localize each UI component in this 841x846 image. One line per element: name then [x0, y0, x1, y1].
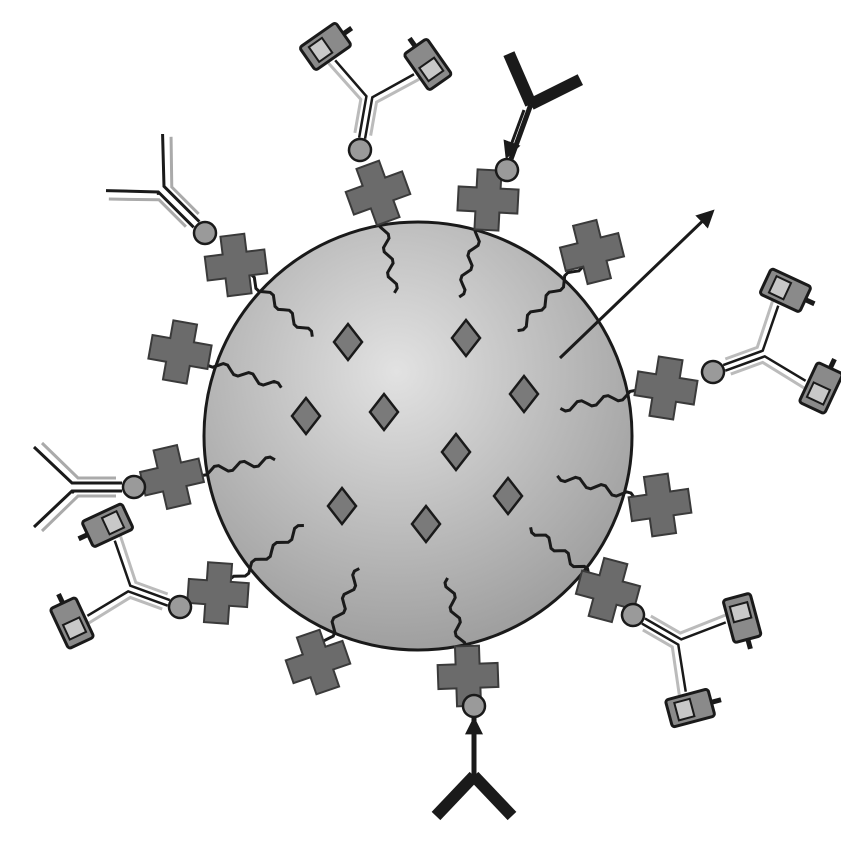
- payload-diamond-icon: [508, 373, 540, 415]
- ligand-cross-icon: [558, 218, 626, 286]
- payload-diamond-icon: [290, 395, 322, 437]
- antibody-y-shape-icon: [620, 592, 763, 729]
- ligand-cross-icon: [138, 443, 206, 511]
- payload-diamond-icon: [368, 391, 400, 433]
- ligand-cross-icon: [203, 232, 269, 298]
- ligand-cross-icon: [284, 628, 352, 696]
- antibody-y-shape-icon: [32, 441, 147, 533]
- payload-diamond-icon: [450, 317, 482, 359]
- antibodies: [32, 22, 841, 821]
- ligand-cross-icon: [456, 168, 520, 232]
- nanoparticle-core: [202, 220, 634, 652]
- ligand-cross-icon: [627, 472, 693, 538]
- ligand-cross-icon: [574, 556, 642, 624]
- ligand-cross-icon: [147, 319, 213, 385]
- payload-diamond-icon: [440, 431, 472, 473]
- release-arrow-icon: [558, 209, 715, 360]
- payload-diamond-icon: [326, 485, 358, 527]
- ligand-cross-icon: [344, 159, 412, 227]
- antibody-y-shape-icon: [299, 22, 453, 163]
- encapsulated-payloads: [290, 317, 540, 545]
- antibody-y-shape-icon: [105, 133, 218, 246]
- antibody-y-shape-icon: [700, 267, 841, 415]
- ligand-cross-icon: [633, 355, 699, 421]
- surface-ligands: [138, 159, 699, 708]
- ligand-cross-icon: [186, 561, 250, 625]
- payload-diamond-icon: [492, 475, 524, 517]
- binding-arrow-icon: [503, 109, 526, 160]
- antibody-y-shape-icon: [49, 502, 193, 650]
- payload-diamond-icon: [410, 503, 442, 545]
- payload-diamond-icon: [332, 321, 364, 363]
